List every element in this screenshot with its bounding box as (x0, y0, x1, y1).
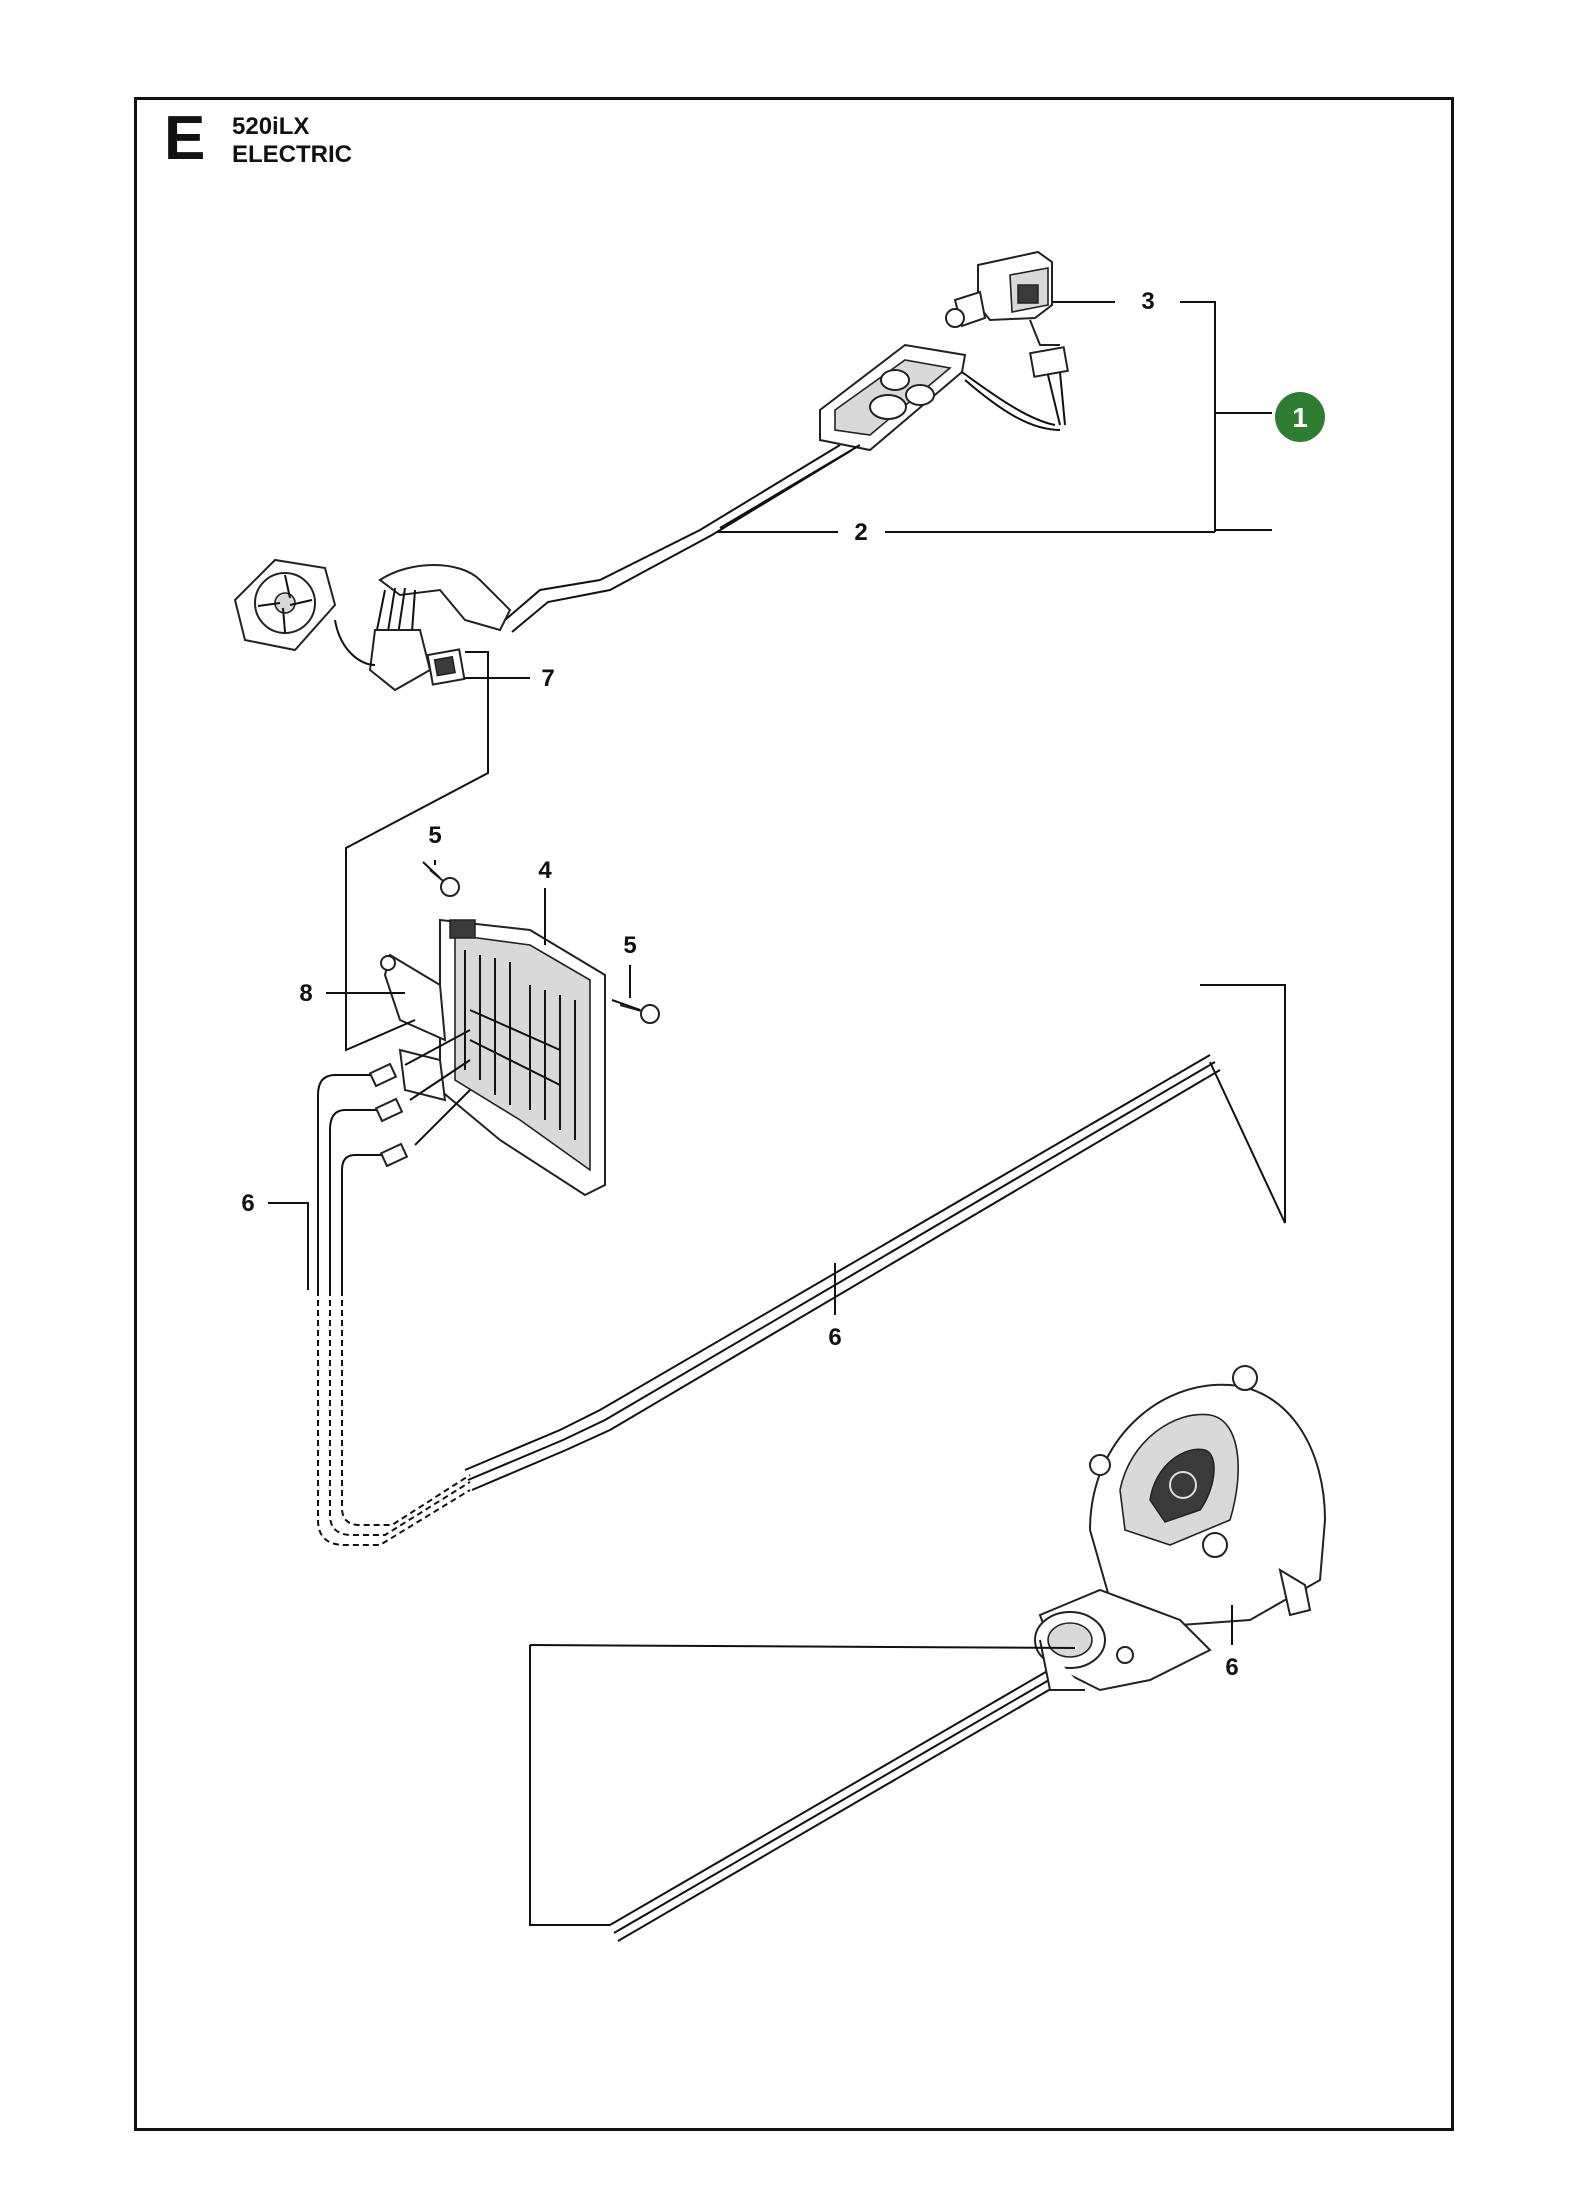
keypad-cable-part-2 (504, 343, 1066, 633)
section-name: ELECTRIC (232, 141, 352, 168)
callout-label-5a: 5 (428, 822, 441, 849)
control-unit-part-4 (439, 918, 606, 1197)
callout-label-8: 8 (299, 980, 312, 1007)
callout-label-6a: 6 (241, 1190, 254, 1217)
callout-label-1: 1 (1292, 402, 1308, 433)
wire-set-part-6 (317, 1029, 1221, 1942)
switch-part-3 (945, 250, 1069, 378)
screw-part-5b (611, 999, 660, 1024)
callout-label-7: 7 (541, 665, 554, 692)
assembly-badge (1275, 392, 1325, 442)
motor-housing (1034, 1365, 1327, 1692)
screw-part-5a (422, 861, 460, 897)
callout-label-4: 4 (538, 857, 552, 884)
callout-label-2: 2 (854, 519, 867, 546)
model-name: 520iLX (232, 113, 310, 140)
callout-label-6b: 6 (828, 1324, 841, 1351)
callout-label-6c: 6 (1225, 1654, 1238, 1681)
page-frame (134, 97, 1454, 2131)
callout-label-3: 3 (1141, 288, 1154, 315)
leader-lines (268, 301, 1286, 1926)
section-letter: E (164, 104, 206, 173)
callout-label-5b: 5 (623, 932, 636, 959)
callout-1: 1 (1275, 392, 1325, 442)
fan-harness-part-7 (233, 558, 512, 692)
